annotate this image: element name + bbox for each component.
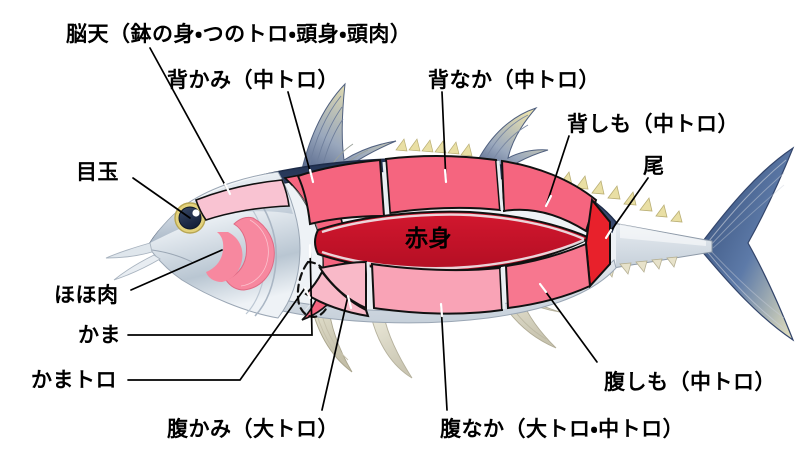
senaka-leader	[441, 91, 447, 183]
kamatoro-leader	[127, 287, 306, 381]
noten-leader	[149, 47, 231, 195]
region-noten	[194, 179, 290, 221]
ventral-cuts	[304, 242, 592, 318]
label-akami: 赤身	[405, 226, 452, 252]
region-hohoniku	[206, 216, 275, 291]
kama-leader	[127, 244, 313, 336]
o-leader	[605, 177, 649, 239]
label-senaka: 背なか（中トロ）	[428, 68, 600, 92]
label-harashimo: 腹しも（中トロ）	[604, 370, 776, 394]
label-kamatoro: かまトロ	[31, 368, 117, 392]
tail-fin	[699, 146, 795, 342]
label-haranaka: 腹なか（大トロ・中トロ）	[440, 417, 685, 441]
harashimo-leader	[539, 283, 598, 363]
hohoniku-leader	[130, 249, 223, 291]
dorsal-spine-ridge	[395, 138, 473, 157]
pelvic-fin	[370, 315, 413, 379]
haranaka-leader	[440, 303, 448, 411]
caudal-peduncle	[612, 222, 713, 269]
first-dorsal-fin	[299, 82, 397, 183]
label-kama: かま	[78, 323, 121, 347]
label-harakami: 腹かみ（大トロ）	[167, 417, 339, 441]
sekami-leader	[287, 91, 314, 183]
label-seshimo: 背しも（中トロ）	[567, 112, 739, 136]
region-o-tail-wedge	[584, 197, 611, 289]
label-hohoniku: ほほ肉	[54, 283, 119, 307]
label-medama: 目玉	[76, 160, 119, 184]
region-akami	[314, 210, 593, 273]
seshimo-leader	[545, 135, 570, 207]
leader-lines	[127, 47, 649, 411]
medama-leader	[132, 177, 191, 219]
label-noten: 脳天（鉢の身・つのトロ・頭身・頭肉）	[66, 22, 412, 46]
harakami-leader	[321, 295, 349, 411]
label-o: 尾	[643, 154, 665, 178]
label-sekami: 背かみ（中トロ）	[167, 68, 339, 92]
